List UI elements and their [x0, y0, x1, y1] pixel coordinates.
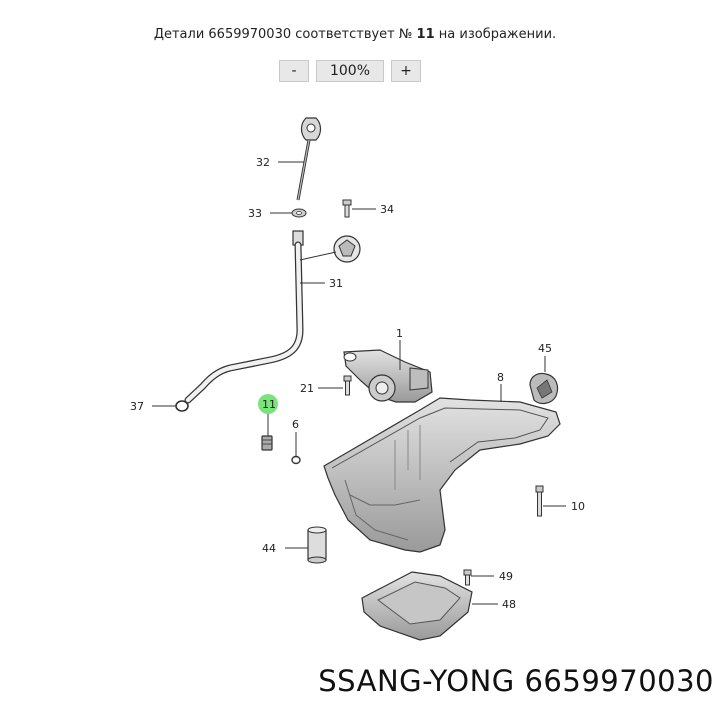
dipstick-tube: [184, 230, 304, 404]
bolt-49: [463, 569, 472, 586]
callout-37: 37: [130, 400, 144, 413]
zoom-level-button[interactable]: 100%: [316, 60, 384, 82]
callout-34: 34: [380, 203, 394, 216]
callout-11: 11: [262, 398, 276, 411]
oil-pan-upper: [323, 397, 561, 553]
drain-plug-11: [261, 435, 273, 451]
callout-31: 31: [329, 277, 343, 290]
callout-6: 6: [292, 418, 299, 431]
zoom-controls: - 100% +: [279, 60, 421, 82]
callout-33: 33: [248, 207, 262, 220]
zoom-in-button[interactable]: +: [391, 60, 421, 82]
caption-prefix: Детали 6659970030 соответствует №: [153, 27, 413, 42]
zoom-out-button[interactable]: -: [279, 60, 309, 82]
bolt-10: [535, 485, 544, 517]
oil-pump: [343, 349, 433, 403]
highlight-circle: [258, 394, 278, 414]
caption-suffix: на изображении.: [438, 27, 557, 42]
o-ring-37: [175, 400, 189, 412]
callout-10: 10: [571, 500, 585, 513]
callout-45: 45: [538, 342, 552, 355]
bolt-34: [342, 199, 352, 218]
callout-1: 1: [396, 327, 403, 340]
leader-lines: [152, 161, 566, 605]
callout-44: 44: [262, 542, 276, 555]
callout-48: 48: [502, 598, 516, 611]
oil-pan-lower: [361, 571, 473, 641]
tube-bracket: [333, 235, 361, 263]
gasket-45: [529, 372, 559, 405]
dipstick: [296, 117, 322, 201]
bolt-21: [343, 375, 352, 396]
strainer-tube-44: [307, 526, 327, 564]
dipstick-seal: [291, 208, 307, 218]
callout-8: 8: [497, 371, 504, 384]
brand-text: SSANG-YONG 6659970030: [318, 664, 714, 698]
caption-number: 11: [416, 27, 435, 42]
callout-11-highlight[interactable]: 11: [258, 394, 278, 414]
washer-6: [291, 455, 301, 465]
part-caption: Детали 6659970030 соответствует № 11 на …: [0, 27, 710, 42]
callout-21: 21: [300, 382, 314, 395]
callout-32: 32: [256, 156, 270, 169]
brand-part-number: SSANG-YONG 6659970030: [0, 664, 720, 698]
callout-49: 49: [499, 570, 513, 583]
